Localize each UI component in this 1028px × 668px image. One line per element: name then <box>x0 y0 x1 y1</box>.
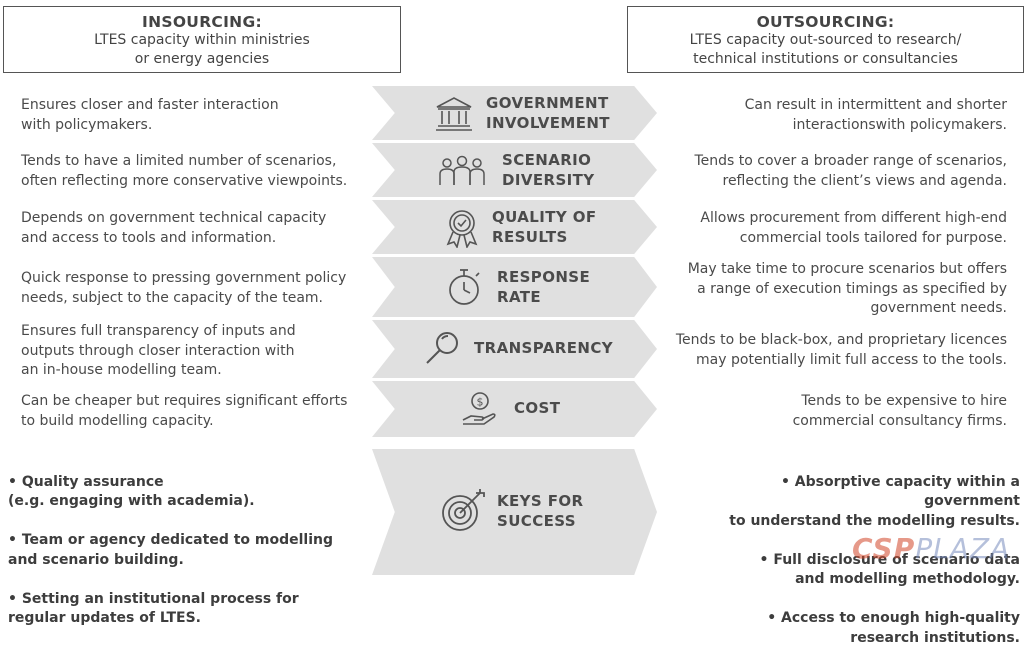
arrow-scenario: SCENARIO DIVERSITY <box>372 143 657 197</box>
watermark-logo: CSPPLAZA <box>852 532 1010 565</box>
label-scenario-diversity: SCENARIO DIVERSITY <box>502 151 595 189</box>
row-scenario-right: Tends to cover a broader range of scenar… <box>694 153 1008 189</box>
label-quality-of-results: QUALITY OF RESULTS <box>492 208 597 246</box>
row-quality-right: Allows procurement from different high-e… <box>700 210 1007 246</box>
arrow-government: GOVERNMENT INVOLVEMENT <box>372 86 657 140</box>
arrow-quality: QUALITY OF RESULTS <box>372 200 657 254</box>
arrow-transparency: TRANSPARENCY <box>372 320 657 378</box>
label-government-involvement: GOVERNMENT INVOLVEMENT <box>486 94 610 132</box>
row-quality-left: Depends on government technical capacity… <box>21 210 327 246</box>
row-transparency-right: Tends to be black-box, and proprietary l… <box>675 332 1007 368</box>
row-response-right: May take time to procure scenarios but o… <box>687 261 1007 316</box>
outsourcing-title: OUTSOURCING: <box>756 13 895 31</box>
watermark-part1: CSP <box>852 532 916 565</box>
row-transparency-left: Ensures full transparency of inputs and … <box>21 323 296 378</box>
stopwatch-icon <box>449 269 480 305</box>
keys-left-item: • Setting an institutional process for r… <box>8 590 299 627</box>
watermark-part2: PLAZA <box>915 532 1011 565</box>
row-government-left: Ensures closer and faster interaction wi… <box>21 97 279 133</box>
row-cost-left: Can be cheaper but requires significant … <box>21 393 348 429</box>
arrow-response: RESPONSE RATE <box>372 257 657 317</box>
svg-text:$: $ <box>477 396 484 409</box>
label-keys-for-success: KEYS FOR SUCCESS <box>497 492 584 530</box>
insourcing-header: INSOURCING: LTES capacity within ministr… <box>3 6 401 73</box>
keys-right-item: • Absorptive capacity within a governmen… <box>729 473 1020 529</box>
people-group-icon <box>439 155 485 185</box>
row-cost-right: Tends to be expensive to hire commercial… <box>792 393 1007 429</box>
keys-left-item: • Quality assurance (e.g. engaging with … <box>8 473 255 510</box>
label-transparency: TRANSPARENCY <box>474 339 613 357</box>
row-government-right: Can result in intermittent and shorter i… <box>744 97 1007 133</box>
insourcing-title: INSOURCING: <box>142 13 262 31</box>
row-scenario-left: Tends to have a limited number of scenar… <box>21 153 348 189</box>
keys-left-list: • Quality assurance (e.g. engaging with … <box>8 453 338 648</box>
keys-right-item: • Access to enough high-quality research… <box>767 610 1020 646</box>
government-building-icon <box>436 97 472 131</box>
insourcing-subtitle: LTES capacity within ministries or energ… <box>94 32 310 67</box>
label-cost: COST <box>514 399 561 417</box>
outsourcing-subtitle: LTES capacity out-sourced to research/ t… <box>689 32 962 67</box>
award-ribbon-icon <box>446 210 478 248</box>
coin-hand-icon: $ <box>462 392 496 425</box>
magnifier-icon <box>426 332 458 364</box>
label-response-rate: RESPONSE RATE <box>497 268 591 306</box>
outsourcing-header: OUTSOURCING: LTES capacity out-sourced t… <box>627 6 1024 73</box>
keys-left-item: • Team or agency dedicated to modelling … <box>8 532 334 568</box>
arrow-keys-for-success: KEYS FOR SUCCESS <box>372 449 657 575</box>
arrow-cost: $ COST <box>372 381 657 437</box>
target-icon <box>442 489 485 531</box>
row-response-left: Quick response to pressing government po… <box>21 270 347 306</box>
